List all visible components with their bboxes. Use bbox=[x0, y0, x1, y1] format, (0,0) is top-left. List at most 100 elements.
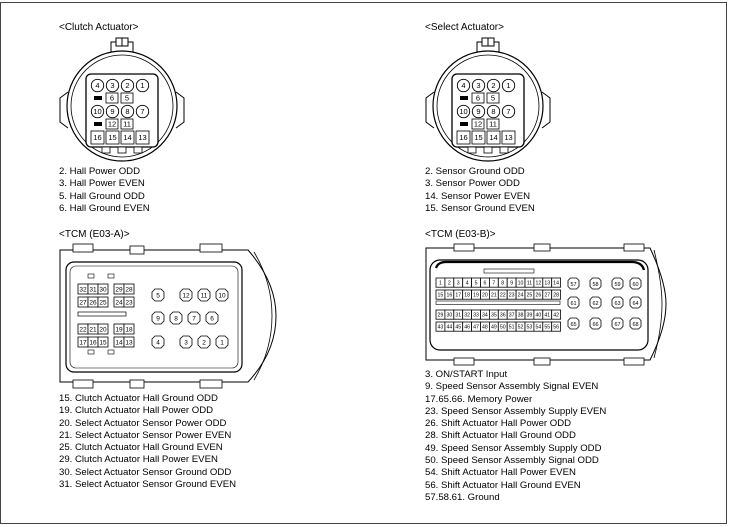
pin-3: 3 bbox=[471, 78, 486, 93]
pin-label: 14 bbox=[489, 133, 497, 142]
pin-2: 2 bbox=[197, 335, 211, 349]
pin-cavity bbox=[611, 277, 624, 290]
pin-53: 53 bbox=[524, 321, 535, 332]
housing-rib bbox=[483, 146, 493, 154]
pin-label: 24 bbox=[518, 292, 524, 298]
pin-cavity bbox=[105, 92, 119, 104]
pin-cavity bbox=[611, 296, 624, 309]
pin-label: 23 bbox=[125, 299, 133, 306]
top-tab bbox=[623, 243, 645, 252]
pin-label: 36 bbox=[500, 312, 506, 318]
pin-label: 4 bbox=[156, 340, 160, 347]
pin-cavity bbox=[629, 277, 642, 290]
pin-cavity bbox=[135, 130, 150, 145]
pin-47: 47 bbox=[471, 321, 481, 332]
pin-label: 5 bbox=[475, 280, 478, 286]
pin-63: 63 bbox=[611, 296, 624, 309]
pin-label: 39 bbox=[527, 312, 533, 318]
tcm_b-pin-desc: 23. Speed Sensor Assembly Supply EVEN bbox=[425, 405, 607, 417]
pin-label: 3 bbox=[457, 280, 460, 286]
notch bbox=[87, 273, 95, 279]
pin-cavity bbox=[567, 296, 580, 309]
pin-19: 19 bbox=[471, 289, 481, 300]
clutch_actuator-pin-desc: 3. Hall Power EVEN bbox=[59, 178, 145, 190]
tcm_b-pin-desc: 3. ON/START Input bbox=[425, 369, 508, 380]
pin-label: 67 bbox=[614, 322, 620, 328]
pin-18: 18 bbox=[123, 323, 135, 335]
pin-24: 24 bbox=[515, 289, 526, 300]
pin-label: 2 bbox=[125, 81, 129, 90]
pin-7: 7 bbox=[135, 104, 150, 119]
pin-34: 34 bbox=[480, 309, 490, 320]
tcm_b-pin-desc: 50. Speed Sensor Assembly Signal ODD bbox=[425, 455, 599, 467]
pin-label: 45 bbox=[455, 324, 461, 330]
pin-label: 7 bbox=[192, 316, 196, 323]
seal-band bbox=[434, 260, 646, 271]
select-actuator-title: <Select Actuator> bbox=[425, 22, 504, 33]
pin-2: 2 bbox=[444, 277, 455, 288]
pin-cavity bbox=[486, 130, 501, 145]
pin-label: 31 bbox=[89, 286, 97, 293]
pin-cavity bbox=[97, 283, 109, 295]
pin-65: 65 bbox=[567, 317, 580, 330]
bottom-tab bbox=[533, 357, 551, 366]
pin-21: 21 bbox=[87, 323, 99, 335]
pin-cavity bbox=[567, 277, 580, 290]
pin-label: 14 bbox=[115, 339, 123, 346]
pin-31: 31 bbox=[87, 283, 99, 295]
housing-rib bbox=[133, 146, 143, 154]
pin-cavity bbox=[629, 296, 642, 309]
pin-41: 41 bbox=[542, 309, 553, 320]
pin-6: 6 bbox=[205, 311, 219, 325]
pin-label: 11 bbox=[527, 280, 532, 286]
pin-7: 7 bbox=[501, 104, 516, 119]
pin-61: 61 bbox=[567, 296, 580, 309]
bottom-tab bbox=[453, 357, 475, 366]
pin-label: 9 bbox=[476, 107, 480, 116]
pin-label: 8 bbox=[174, 316, 178, 323]
pin-15: 15 bbox=[435, 289, 446, 300]
pin-59: 59 bbox=[611, 277, 624, 290]
pin-32: 32 bbox=[462, 309, 473, 320]
pin-label: 4 bbox=[95, 81, 99, 90]
pin-label: 15 bbox=[108, 133, 116, 142]
pin-33: 33 bbox=[471, 309, 481, 320]
pin-9: 9 bbox=[151, 311, 165, 325]
pin-cavity bbox=[90, 104, 105, 119]
pin-label: 4 bbox=[461, 81, 465, 90]
pin-cavity bbox=[105, 118, 119, 130]
pin-cavity bbox=[179, 288, 193, 302]
pin-cavity bbox=[151, 311, 165, 325]
tcm_a-pin-desc: 20. Select Actuator Sensor Power ODD bbox=[59, 417, 227, 429]
pin-6: 6 bbox=[105, 92, 119, 104]
pin-label: 57 bbox=[570, 282, 576, 288]
pin-cavity bbox=[123, 283, 135, 295]
pin-cavity bbox=[105, 104, 120, 119]
pin-57: 57 bbox=[567, 277, 580, 290]
pin-label: 55 bbox=[544, 324, 550, 330]
pin-cavity bbox=[486, 104, 501, 119]
tcm-b-title: <TCM (E03-B)> bbox=[425, 229, 496, 240]
pin-label: 66 bbox=[592, 322, 598, 328]
pin-54: 54 bbox=[533, 321, 544, 332]
pin-label: 50 bbox=[500, 324, 506, 330]
pin-6: 6 bbox=[471, 92, 485, 104]
pin-20: 20 bbox=[97, 323, 109, 335]
lever-arc bbox=[253, 251, 273, 381]
key-mark bbox=[94, 122, 102, 126]
pin-17: 17 bbox=[453, 289, 464, 300]
pin-label: 11 bbox=[123, 120, 131, 129]
pin-11: 11 bbox=[120, 118, 134, 130]
pin-39: 39 bbox=[524, 309, 535, 320]
pin-cavity bbox=[97, 296, 109, 308]
pin-label: 7 bbox=[492, 280, 495, 286]
key-mark bbox=[460, 96, 468, 100]
pin-2: 2 bbox=[120, 78, 135, 93]
pin-28: 28 bbox=[551, 289, 561, 300]
pin-label: 12 bbox=[108, 120, 116, 129]
pin-14: 14 bbox=[113, 336, 125, 348]
tcm_a-pin-desc: 31. Select Actuator Sensor Ground EVEN bbox=[59, 479, 237, 491]
pin-24: 24 bbox=[113, 296, 125, 308]
